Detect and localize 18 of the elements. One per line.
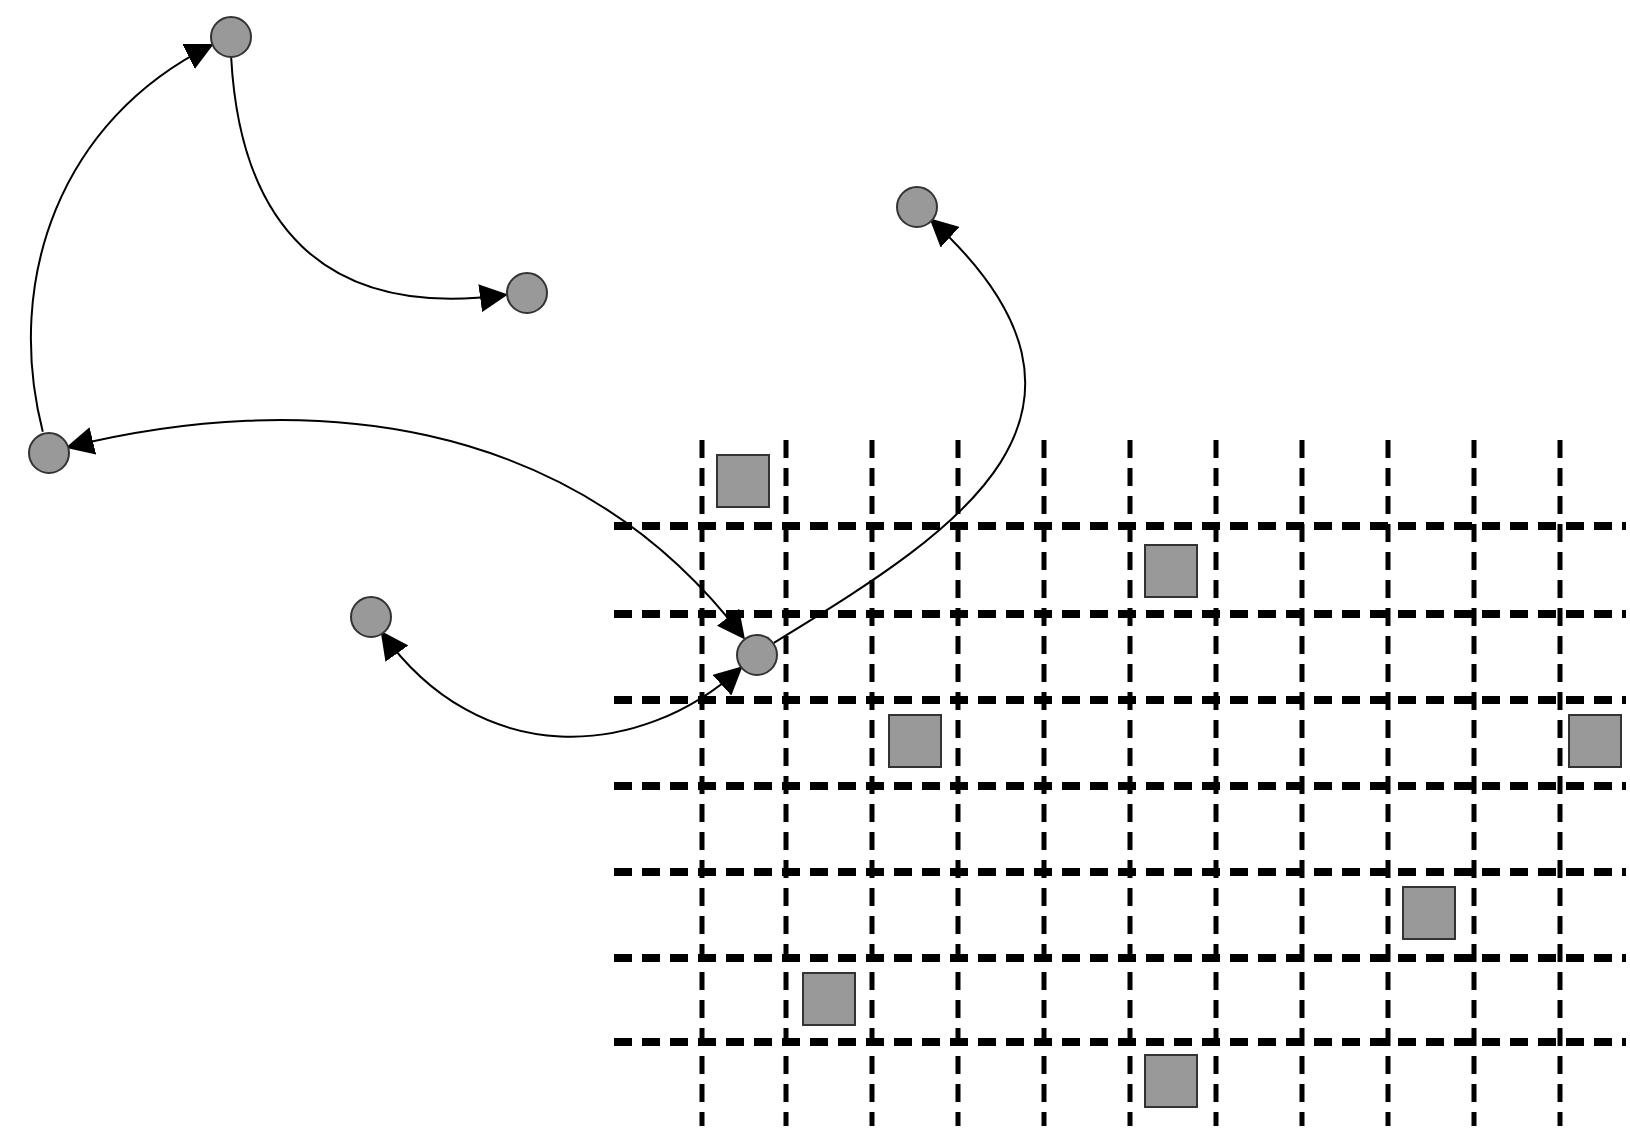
square-node	[1143, 1053, 1197, 1107]
square-node	[1401, 885, 1455, 939]
circle-node	[349, 595, 391, 637]
circle-node	[895, 185, 937, 227]
square-node	[1143, 543, 1197, 597]
arrow	[380, 630, 743, 738]
arrow	[30, 43, 214, 433]
arrow	[230, 55, 508, 311]
circle-node	[505, 271, 547, 313]
circle-node	[209, 15, 251, 57]
circle-node	[735, 633, 777, 675]
square-node	[1567, 713, 1621, 767]
circle-node	[27, 431, 69, 473]
square-node	[801, 971, 855, 1025]
arrow	[772, 218, 1026, 644]
arrow	[65, 419, 746, 640]
square-node	[887, 713, 941, 767]
square-node	[715, 453, 769, 507]
